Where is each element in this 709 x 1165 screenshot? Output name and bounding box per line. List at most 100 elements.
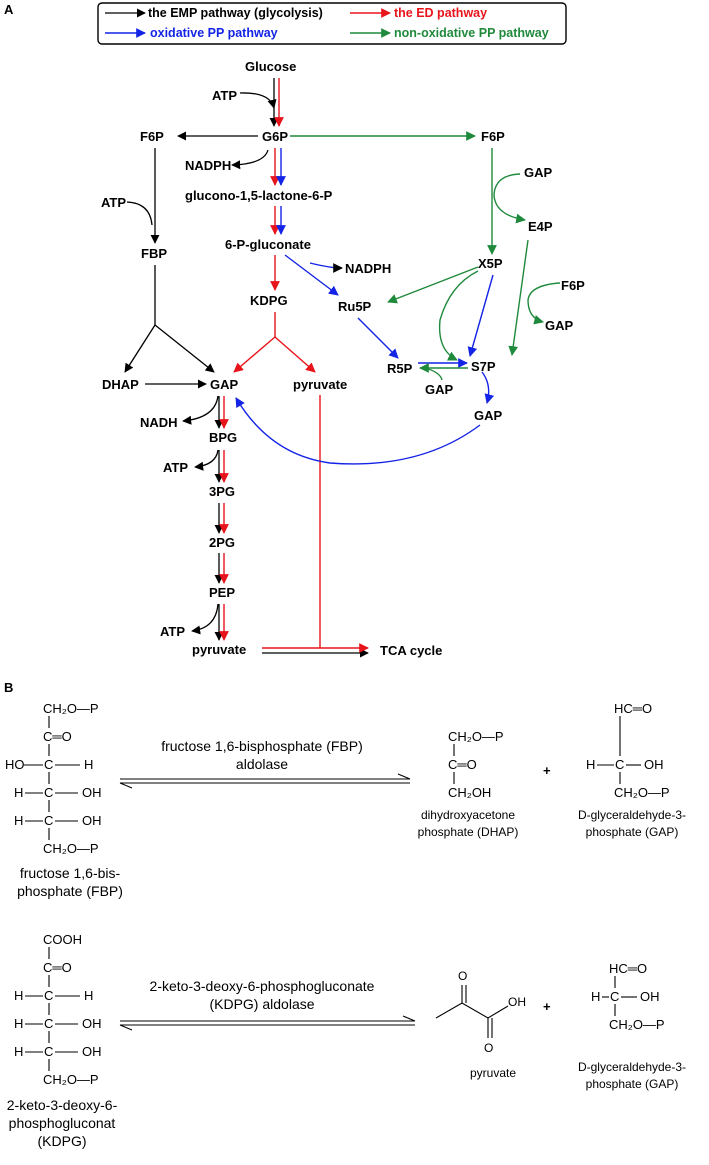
fbp-bottom: CH₂O—P: [43, 841, 99, 856]
fbp-r1: C═O: [43, 729, 72, 744]
fbp-r3-right: OH: [82, 785, 102, 800]
kdpg-r2-atom: C: [44, 988, 53, 1003]
node-fbp: FBP: [141, 246, 167, 261]
kdpg-r4-atom: C: [44, 1044, 53, 1059]
plus-2: +: [543, 999, 551, 1014]
legend-ed: the ED pathway: [394, 6, 487, 20]
enzyme2-line1: 2-keto-3-deoxy-6-phosphogluconate: [150, 978, 375, 994]
node-r5p: R5P: [387, 361, 413, 376]
fbp-name-2: phosphate (FBP): [17, 883, 123, 899]
node-2pg: 2PG: [209, 535, 235, 550]
pyruvate-o-bottom: O: [484, 1041, 493, 1055]
node-nadph1: NADPH: [185, 158, 231, 173]
kdpg-r3-atom: C: [44, 1016, 53, 1031]
ed-arrows: [219, 78, 369, 653]
panel-b-label: B: [4, 680, 13, 695]
legend: the EMP pathway (glycolysis) the ED path…: [97, 2, 567, 45]
node-e4p: E4P: [528, 219, 553, 234]
node-f6p-left: F6P: [140, 129, 164, 144]
gap1-mid-right: OH: [644, 757, 664, 772]
fbp-r4-left: H: [14, 813, 23, 828]
pathway-nodes: Glucose ATP G6P F6P NADPH glucono-1,5-la…: [101, 59, 585, 658]
legend-nopp: non-oxidative PP pathway: [394, 26, 549, 40]
node-nadh: NADH: [140, 415, 178, 430]
gap-structure-2: HC═O H C OH CH₂O—P D-glyceraldehyde-3- p…: [578, 961, 686, 1091]
dhap-name-2: phosphate (DHAP): [418, 825, 519, 839]
node-f6p-right: F6P: [481, 129, 505, 144]
kdpg-r3-right: OH: [82, 1016, 102, 1031]
kdpg-top: COOH: [43, 932, 82, 947]
fbp-r2-atom: C: [44, 757, 53, 772]
kdpg-r1: C═O: [43, 960, 72, 975]
node-glucose: Glucose: [245, 59, 296, 74]
gap2-bottom: CH₂O—P: [609, 1017, 665, 1032]
node-glucono: glucono-1,5-lactone-6-P: [185, 188, 333, 203]
gap2-mid-right: OH: [640, 989, 660, 1004]
enzyme1-line2: aldolase: [236, 756, 288, 772]
kdpg-name-1: 2-keto-3-deoxy-6-: [7, 1097, 118, 1113]
pyruvate-oh: OH: [508, 995, 526, 1009]
kdpg-r4-left: H: [14, 1044, 23, 1059]
gap2-top: HC═O: [609, 961, 647, 976]
dhap-name-1: dihydroxyacetone: [421, 808, 515, 822]
reaction1-arrow: fructose 1,6-bisphosphate (FBP) aldolase: [119, 738, 411, 789]
node-kdpg: KDPG: [250, 293, 288, 308]
node-ru5p: Ru5P: [338, 299, 372, 314]
node-gap-main: GAP: [210, 377, 239, 392]
node-gluconate: 6-P-gluconate: [225, 237, 311, 252]
kdpg-bottom: CH₂O—P: [43, 1072, 99, 1087]
fbp-name-1: fructose 1,6-bis-: [20, 865, 121, 881]
gap2-mid-atom: C: [610, 989, 619, 1004]
legend-emp: the EMP pathway (glycolysis): [148, 6, 323, 20]
dhap-structure: CH₂O—P C═O CH₂OH dihydroxyacetone phosph…: [418, 729, 519, 839]
node-3pg: 3PG: [209, 484, 235, 499]
node-atp4: ATP: [160, 624, 185, 639]
node-pyruvate-main: pyruvate: [192, 642, 246, 657]
kdpg-r4-right: OH: [82, 1044, 102, 1059]
node-g6p: G6P: [262, 129, 288, 144]
fbp-r3-atom: C: [44, 785, 53, 800]
fbp-top: CH₂O—P: [43, 701, 99, 716]
gap1-bottom: CH₂O—P: [614, 785, 670, 800]
gap2-mid-left: H: [591, 989, 600, 1004]
node-f6p-r2: F6P: [561, 278, 585, 293]
node-atp2: ATP: [101, 195, 126, 210]
gap1-name-2: phosphate (GAP): [586, 825, 679, 839]
reaction2-arrow: 2-keto-3-deoxy-6-phosphogluconate (KDPG)…: [119, 978, 416, 1031]
fbp-structure: CH₂O—P C═O HO C H H C OH H C OH CH₂O—P f…: [5, 701, 123, 899]
node-atp3: ATP: [163, 460, 188, 475]
node-gap-r3: GAP: [425, 382, 454, 397]
node-gap-r4: GAP: [474, 408, 503, 423]
opp-arrows: [235, 148, 495, 465]
panel-a-label: A: [4, 2, 14, 17]
gap2-name-2: phosphate (GAP): [586, 1077, 679, 1091]
node-dhap: DHAP: [102, 377, 139, 392]
node-gap-r1: GAP: [524, 165, 553, 180]
gap-structure-1: HC═O H C OH CH₂O—P D-glyceraldehyde-3- p…: [578, 701, 686, 839]
dhap-mid: C═O: [448, 757, 477, 772]
kdpg-r2-right: H: [84, 988, 93, 1003]
node-tca: TCA cycle: [380, 643, 442, 658]
emp-arrows: [124, 78, 369, 658]
nopp-arrows: [290, 131, 561, 381]
pyruvate-o-top: O: [458, 969, 467, 983]
node-x5p: X5P: [478, 256, 503, 271]
kdpg-structure: COOH C═O H C H H C OH H C OH CH₂O—P 2-ke…: [7, 932, 118, 1149]
kdpg-name-2: phosphogluconat: [9, 1115, 116, 1131]
enzyme1-line1: fructose 1,6-bisphosphate (FBP): [161, 738, 363, 754]
legend-opp: oxidative PP pathway: [150, 26, 278, 40]
enzyme2-line2: (KDPG) aldolase: [209, 996, 314, 1012]
gap1-mid-left: H: [586, 757, 595, 772]
dhap-top: CH₂O—P: [448, 729, 504, 744]
gap1-mid-atom: C: [615, 757, 624, 772]
node-s7p: S7P: [471, 359, 496, 374]
plus-1: +: [543, 763, 551, 778]
gap1-name-1: D-glyceraldehyde-3-: [578, 808, 686, 822]
pyruvate-structure: O OH O pyruvate: [435, 969, 526, 1080]
fbp-r4-atom: C: [44, 813, 53, 828]
node-bpg: BPG: [209, 430, 237, 445]
gap1-top: HC═O: [614, 701, 652, 716]
kdpg-name-3: (KDPG): [38, 1133, 87, 1149]
node-nadph2: NADPH: [345, 261, 391, 276]
